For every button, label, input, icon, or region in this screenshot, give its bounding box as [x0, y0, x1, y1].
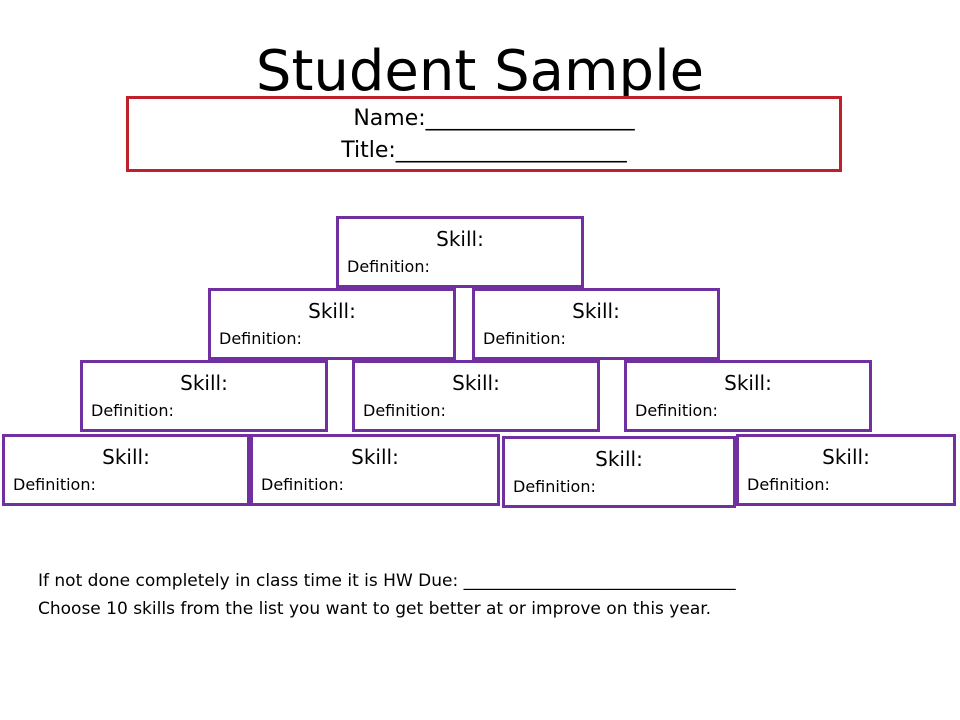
skill-box-10[interactable]: Skill: Definition: [502, 436, 736, 508]
skill-label: Skill: [572, 299, 620, 323]
skill-label: Skill: [822, 445, 870, 469]
definition-label: Definition: [13, 475, 96, 494]
title-field[interactable]: Title:_____________________ [341, 138, 627, 163]
definition-label: Definition: [219, 329, 302, 348]
skill-box-4[interactable]: Skill: Definition: [80, 360, 328, 432]
skill-box-7[interactable]: Skill: Definition: [2, 434, 250, 506]
definition-label: Definition: [747, 475, 830, 494]
definition-label: Definition: [91, 401, 174, 420]
skill-label: Skill: [351, 445, 399, 469]
skill-label: Skill: [180, 371, 228, 395]
definition-label: Definition: [513, 477, 596, 496]
definition-label: Definition: [363, 401, 446, 420]
definition-label: Definition: [347, 257, 430, 276]
page-title: Student Sample [255, 39, 705, 104]
skill-box-8[interactable]: Skill: Definition: [250, 434, 500, 506]
skill-label: Skill: [308, 299, 356, 323]
definition-label: Definition: [261, 475, 344, 494]
skill-box-5[interactable]: Skill: Definition: [352, 360, 600, 432]
instructions-note: Choose 10 skills from the list you want … [38, 599, 712, 619]
definition-label: Definition: [483, 329, 566, 348]
skill-box-1[interactable]: Skill: Definition: [336, 216, 584, 288]
skill-label: Skill: [595, 447, 643, 471]
homework-due-note: If not done completely in class time it … [38, 571, 736, 591]
skill-label: Skill: [452, 371, 500, 395]
skill-box-6[interactable]: Skill: Definition: [624, 360, 872, 432]
skill-box-9[interactable]: Skill: Definition: [736, 434, 956, 506]
skill-box-2[interactable]: Skill: Definition: [208, 288, 456, 360]
definition-label: Definition: [635, 401, 718, 420]
skill-label: Skill: [724, 371, 772, 395]
skill-label: Skill: [102, 445, 150, 469]
skill-box-3[interactable]: Skill: Definition: [472, 288, 720, 360]
name-title-box: Name:___________________ Title:_________… [126, 96, 842, 172]
name-field[interactable]: Name:___________________ [353, 106, 635, 131]
skill-label: Skill: [436, 227, 484, 251]
